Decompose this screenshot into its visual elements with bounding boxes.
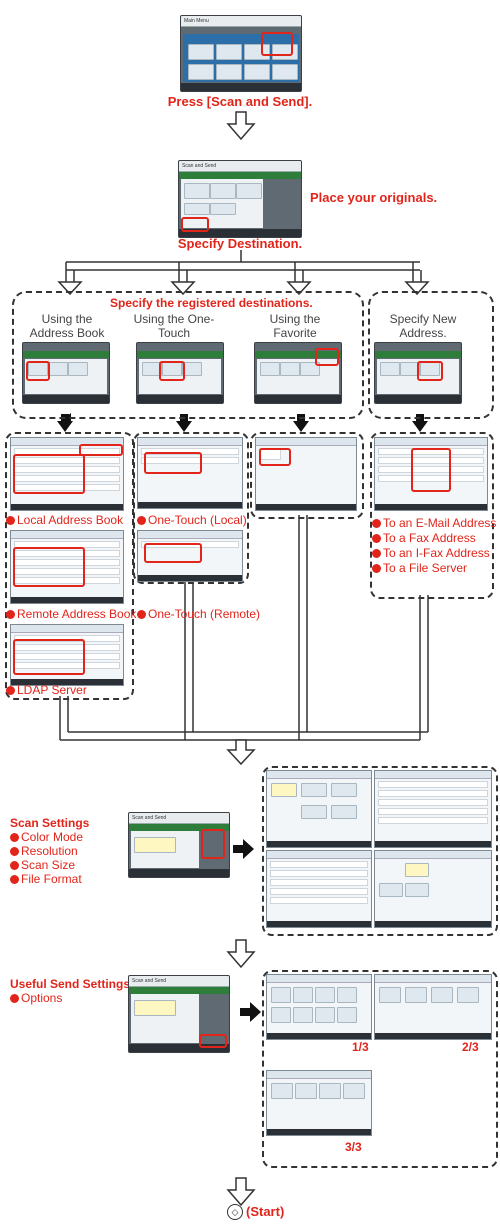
step-place-originals: Place your originals.: [310, 190, 438, 205]
branch-address-book: Using the Address Book: [29, 312, 105, 340]
options-page-3-screen: [266, 1070, 372, 1136]
main-menu-screen: Main Menu: [180, 15, 302, 92]
scan-size-screen: [266, 850, 372, 928]
remote-address-book-label: Remote Address Book: [6, 607, 136, 621]
new-address-group: [368, 291, 494, 419]
specify-destinations-highlight: [181, 217, 209, 232]
options-page-2-label: 2/3: [462, 1040, 479, 1054]
one-touch-local-screen: [137, 437, 243, 509]
options-page-1-label: 1/3: [352, 1040, 369, 1054]
options-group: [262, 970, 498, 1168]
send-settings-title: Useful Send Settings: [10, 977, 131, 991]
favorite-settings-screen: [255, 437, 357, 511]
scan-settings-group: [262, 766, 498, 936]
scan-send-screen: Scan and Send: [178, 160, 302, 238]
scan-setting-resolution: Resolution: [10, 844, 78, 858]
resolution-screen: [374, 770, 492, 848]
screen-address-book: [22, 342, 110, 404]
one-touch-remote-label: One-Touch (Remote): [137, 607, 260, 621]
send-settings-source-screen: Scan and Send: [128, 975, 230, 1053]
local-address-book-screen: [10, 437, 124, 511]
step-specify-destination: Specify Destination.: [177, 236, 303, 251]
favorite-results-group: [250, 432, 364, 519]
options-page-1-screen: [266, 974, 372, 1040]
remote-address-book-screen: [10, 530, 124, 604]
screen-new-address: [374, 342, 462, 404]
branch-new-address: Specify New Address.: [389, 312, 457, 340]
registered-title: Specify the registered destinations.: [110, 296, 313, 310]
scan-and-send-highlight: [261, 32, 293, 56]
one-touch-remote-screen: [137, 530, 243, 582]
new-address-option-ifax: To an I-Fax Address: [372, 546, 490, 560]
start-icon: ◇: [227, 1204, 243, 1220]
scan-settings-source-screen: Scan and Send: [128, 812, 230, 878]
scan-setting-scan-size: Scan Size: [10, 858, 75, 872]
scan-setting-file-format: File Format: [10, 872, 82, 886]
file-format-screen: [374, 850, 492, 928]
new-address-option-email: To an E-Mail Address: [372, 516, 496, 530]
registered-destinations-group: [12, 291, 364, 419]
color-mode-screen: [266, 770, 372, 848]
scan-settings-title: Scan Settings: [10, 816, 90, 830]
step-press-scan-send: Press [Scan and Send].: [167, 94, 313, 109]
options-page-3-label: 3/3: [345, 1140, 362, 1154]
new-address-results-group: [370, 432, 494, 599]
branch-one-touch: Using the One-Touch: [133, 312, 215, 340]
step-start: (Start): [246, 1204, 285, 1219]
send-setting-options: Options: [10, 991, 62, 1005]
new-address-screen: [374, 437, 488, 511]
ldap-server-screen: [10, 624, 124, 686]
screen-favorite: [254, 342, 342, 404]
new-address-option-fax: To a Fax Address: [372, 531, 476, 545]
scan-send-title: Scan and Send: [179, 161, 301, 172]
options-page-2-screen: [374, 974, 492, 1040]
new-address-option-file-server: To a File Server: [372, 561, 467, 575]
ldap-server-label: LDAP Server: [6, 683, 87, 697]
arrow-down-1: [226, 111, 256, 141]
one-touch-results-group: [133, 432, 249, 584]
one-touch-local-label: One-Touch (Local): [137, 513, 247, 527]
local-address-book-label: Local Address Book: [6, 513, 123, 527]
main-menu-title: Main Menu: [181, 16, 301, 27]
scan-setting-color-mode: Color Mode: [10, 830, 83, 844]
screen-one-touch: [136, 342, 224, 404]
